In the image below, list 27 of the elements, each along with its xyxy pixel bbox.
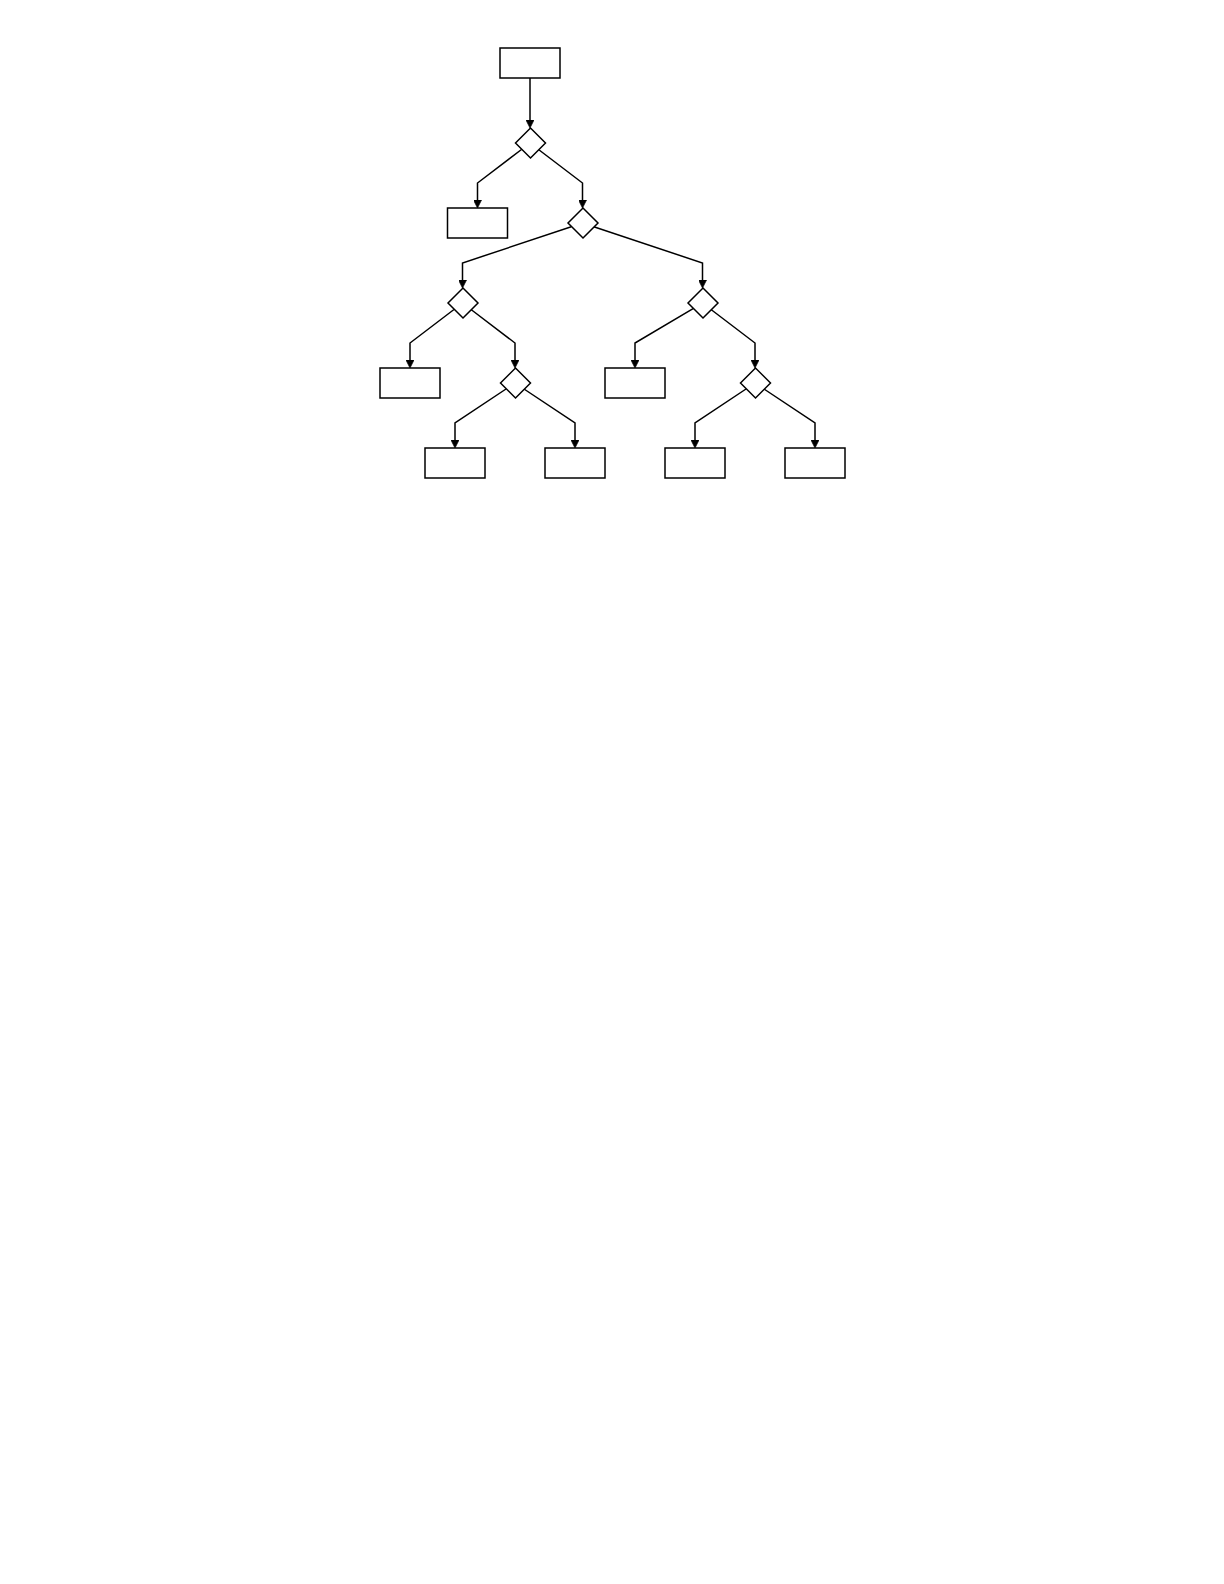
arrow (537, 148, 587, 209)
arrow (709, 308, 759, 369)
node-diamond (513, 126, 547, 160)
node-box (663, 447, 726, 479)
node-box (446, 207, 508, 239)
arrow (405, 308, 455, 369)
node-box (423, 447, 486, 479)
arrow (469, 308, 519, 369)
arrow (762, 388, 819, 449)
arrow (630, 307, 694, 369)
arrow (522, 388, 579, 449)
node-diamond (686, 286, 719, 320)
node-box (378, 367, 441, 399)
node-box (783, 447, 846, 479)
node-box (543, 447, 606, 479)
arrow (525, 77, 534, 129)
node-diamond (738, 366, 772, 400)
node-diamond (566, 206, 599, 240)
arrow (472, 148, 522, 209)
arrow (690, 388, 747, 449)
arrow (450, 388, 507, 449)
arrow (592, 226, 707, 289)
node-box (498, 47, 561, 79)
node-diamond (446, 286, 479, 320)
node-diamond (498, 366, 532, 400)
node-box (603, 367, 666, 399)
arrow (457, 226, 572, 289)
